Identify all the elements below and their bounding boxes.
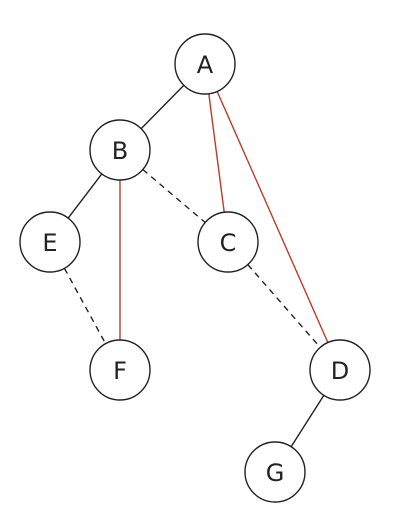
edge-a-d	[216, 91, 329, 343]
node-circle-f	[89, 339, 151, 401]
node-circle-c	[197, 211, 259, 273]
node-g: G	[244, 441, 306, 503]
edge-a-c	[208, 93, 225, 213]
node-label-b: B	[112, 137, 128, 165]
node-label-d: D	[331, 357, 349, 385]
node-e: E	[19, 211, 81, 273]
node-circle-g	[244, 441, 306, 503]
edge-c-d	[247, 264, 321, 348]
node-label-g: G	[266, 459, 285, 487]
node-circle-a	[174, 33, 236, 95]
node-label-a: A	[197, 51, 214, 79]
edge-b-e	[67, 173, 103, 219]
node-label-f: F	[113, 357, 127, 385]
node-d: D	[309, 339, 371, 401]
node-b: B	[89, 119, 151, 181]
node-a: A	[174, 33, 236, 95]
node-circle-d	[309, 339, 371, 401]
edges-layer	[63, 84, 329, 448]
edge-d-g	[290, 394, 325, 448]
edge-b-c	[142, 168, 206, 224]
nodes-layer: A B C D E F G	[19, 33, 371, 503]
node-circle-b	[89, 119, 151, 181]
edge-e-f	[63, 267, 107, 345]
node-c: C	[197, 211, 259, 273]
node-label-c: C	[220, 229, 237, 257]
node-f: F	[89, 339, 151, 401]
node-circle-e	[19, 211, 81, 273]
node-label-e: E	[42, 229, 57, 257]
edge-a-b	[140, 84, 185, 130]
